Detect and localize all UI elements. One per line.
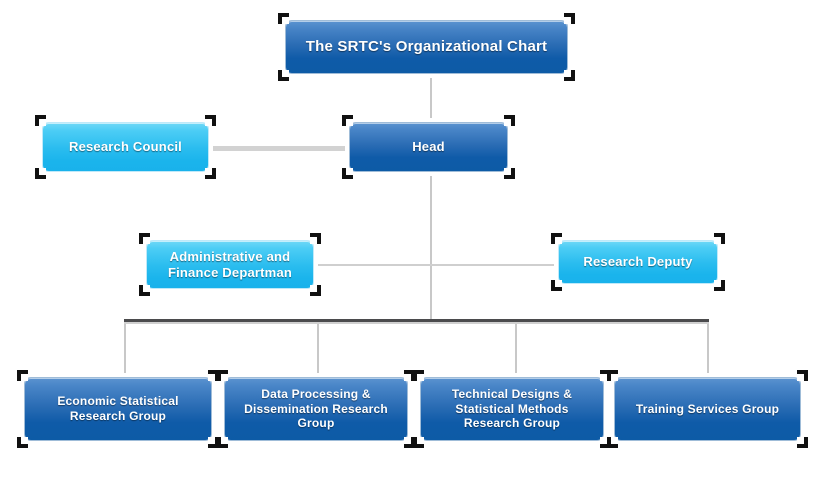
handle-bottom-left[interactable] — [35, 168, 46, 179]
node-title-box[interactable]: The SRTC's Organizational Chart — [278, 13, 575, 81]
handle-top-left[interactable] — [607, 370, 618, 381]
connector-group-bus — [124, 319, 709, 324]
connector-head-spine — [430, 176, 432, 321]
handle-top-right[interactable] — [714, 233, 725, 244]
connector-drop-group-2 — [317, 324, 319, 373]
handle-top-left[interactable] — [551, 233, 562, 244]
handle-top-right[interactable] — [208, 370, 219, 381]
handle-bottom-left[interactable] — [217, 437, 228, 448]
handle-top-right[interactable] — [205, 115, 216, 126]
node-head-label: Head — [349, 122, 508, 172]
handle-bottom-left[interactable] — [551, 280, 562, 291]
handle-top-left[interactable] — [35, 115, 46, 126]
handle-bottom-right[interactable] — [205, 168, 216, 179]
handle-bottom-left[interactable] — [413, 437, 424, 448]
node-group-label: Economic Statistical Research Group — [24, 377, 212, 441]
node-group-economic-statistical-research[interactable]: Economic Statistical Research Group — [17, 370, 219, 448]
handle-top-right[interactable] — [404, 370, 415, 381]
connector-drop-group-3 — [515, 324, 517, 373]
handle-top-right[interactable] — [797, 370, 808, 381]
node-research-council[interactable]: Research Council — [35, 115, 216, 179]
node-title-label: The SRTC's Organizational Chart — [285, 20, 568, 74]
handle-bottom-right[interactable] — [310, 285, 321, 296]
node-group-label: Training Services Group — [614, 377, 801, 441]
node-group-label: Technical Designs & Statistical Methods … — [420, 377, 604, 441]
handle-bottom-right[interactable] — [797, 437, 808, 448]
handle-bottom-right[interactable] — [714, 280, 725, 291]
connector-title-to-head — [430, 78, 432, 122]
handle-top-left[interactable] — [139, 233, 150, 244]
node-head[interactable]: Head — [342, 115, 515, 179]
connector-drop-group-1 — [124, 324, 126, 373]
handle-bottom-right[interactable] — [404, 437, 415, 448]
handle-top-right[interactable] — [310, 233, 321, 244]
handle-top-right[interactable] — [600, 370, 611, 381]
node-group-technical-designs-statistical-methods-research[interactable]: Technical Designs & Statistical Methods … — [413, 370, 611, 448]
handle-top-left[interactable] — [217, 370, 228, 381]
handle-top-left[interactable] — [413, 370, 424, 381]
connector-admin-to-deputy — [318, 264, 556, 266]
handle-top-left[interactable] — [342, 115, 353, 126]
handle-top-right[interactable] — [504, 115, 515, 126]
node-research-deputy-label: Research Deputy — [558, 240, 718, 284]
handle-top-left[interactable] — [278, 13, 289, 24]
connector-drop-group-4 — [707, 324, 709, 373]
handle-bottom-left[interactable] — [17, 437, 28, 448]
node-group-label: Data Processing & Dissemination Research… — [224, 377, 408, 441]
handle-bottom-right[interactable] — [564, 70, 575, 81]
handle-top-left[interactable] — [17, 370, 28, 381]
handle-bottom-left[interactable] — [278, 70, 289, 81]
node-group-data-processing-dissemination-research[interactable]: Data Processing & Dissemination Research… — [217, 370, 415, 448]
connector-council-to-head — [211, 146, 351, 151]
handle-bottom-right[interactable] — [504, 168, 515, 179]
handle-bottom-right[interactable] — [600, 437, 611, 448]
node-research-deputy[interactable]: Research Deputy — [551, 233, 725, 291]
node-admin-finance-label: Administrative and Finance Departman — [146, 240, 314, 289]
node-admin-finance[interactable]: Administrative and Finance Departman — [139, 233, 321, 296]
handle-bottom-left[interactable] — [139, 285, 150, 296]
handle-bottom-left[interactable] — [607, 437, 618, 448]
handle-bottom-right[interactable] — [208, 437, 219, 448]
handle-bottom-left[interactable] — [342, 168, 353, 179]
node-research-council-label: Research Council — [42, 122, 209, 172]
handle-top-right[interactable] — [564, 13, 575, 24]
node-group-training-services[interactable]: Training Services Group — [607, 370, 808, 448]
